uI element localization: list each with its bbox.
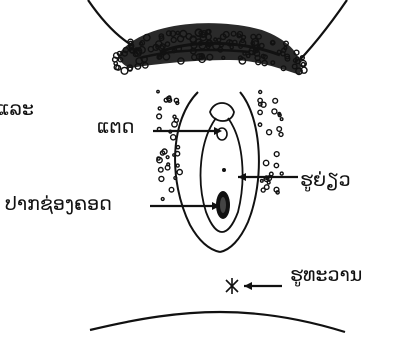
hair-curl bbox=[272, 109, 277, 114]
buttock-contour bbox=[90, 312, 345, 332]
vaginal-opening-label: ປາກຊ່ອງຄອດ bbox=[5, 195, 112, 214]
clitoris-label: ແຕດ bbox=[97, 118, 134, 137]
hair-curl bbox=[159, 176, 164, 181]
hair-curl bbox=[128, 67, 132, 71]
hair-curl bbox=[174, 118, 178, 122]
hair-curl bbox=[273, 98, 278, 103]
hair-curl bbox=[114, 62, 117, 65]
hair-curl bbox=[169, 187, 174, 192]
hair-curl bbox=[280, 118, 283, 121]
urethra-label: ຮູຍ່ຽວ bbox=[300, 171, 351, 190]
hair-curl bbox=[277, 127, 282, 132]
labia-majora-right bbox=[220, 92, 259, 252]
hair-curl bbox=[157, 90, 159, 92]
hair-curl bbox=[158, 107, 161, 110]
hair-curl bbox=[267, 130, 272, 135]
hair-curl bbox=[258, 110, 262, 114]
hair-curl bbox=[280, 172, 283, 175]
hair-curl bbox=[167, 163, 170, 166]
urethra-dot bbox=[222, 168, 226, 172]
hair-curl bbox=[121, 67, 128, 74]
hair-curl bbox=[279, 132, 283, 136]
anus-label: ຮູທະວານ bbox=[290, 266, 362, 285]
hair-curl bbox=[258, 98, 262, 102]
hair-curl bbox=[166, 156, 169, 159]
hair-curl bbox=[259, 91, 262, 94]
hair-curl bbox=[161, 198, 164, 201]
partial-left-label: ແລະ bbox=[0, 100, 34, 119]
hair-curl bbox=[176, 146, 179, 149]
hair-curl bbox=[301, 63, 305, 67]
anus-mark bbox=[226, 278, 238, 294]
hair-curl bbox=[263, 160, 268, 165]
hair-curl bbox=[157, 114, 162, 119]
hair-curl bbox=[177, 170, 182, 175]
hair-curl bbox=[168, 96, 171, 99]
hair-curl bbox=[176, 164, 179, 167]
hair-curl bbox=[159, 168, 164, 173]
clitoral-hood bbox=[210, 103, 234, 121]
hair-curl bbox=[171, 135, 176, 140]
hair-curl bbox=[274, 152, 279, 157]
hair-curl bbox=[274, 163, 278, 167]
hair-curl bbox=[261, 188, 265, 192]
hair-curl bbox=[258, 123, 261, 126]
hair-curl bbox=[261, 180, 264, 183]
